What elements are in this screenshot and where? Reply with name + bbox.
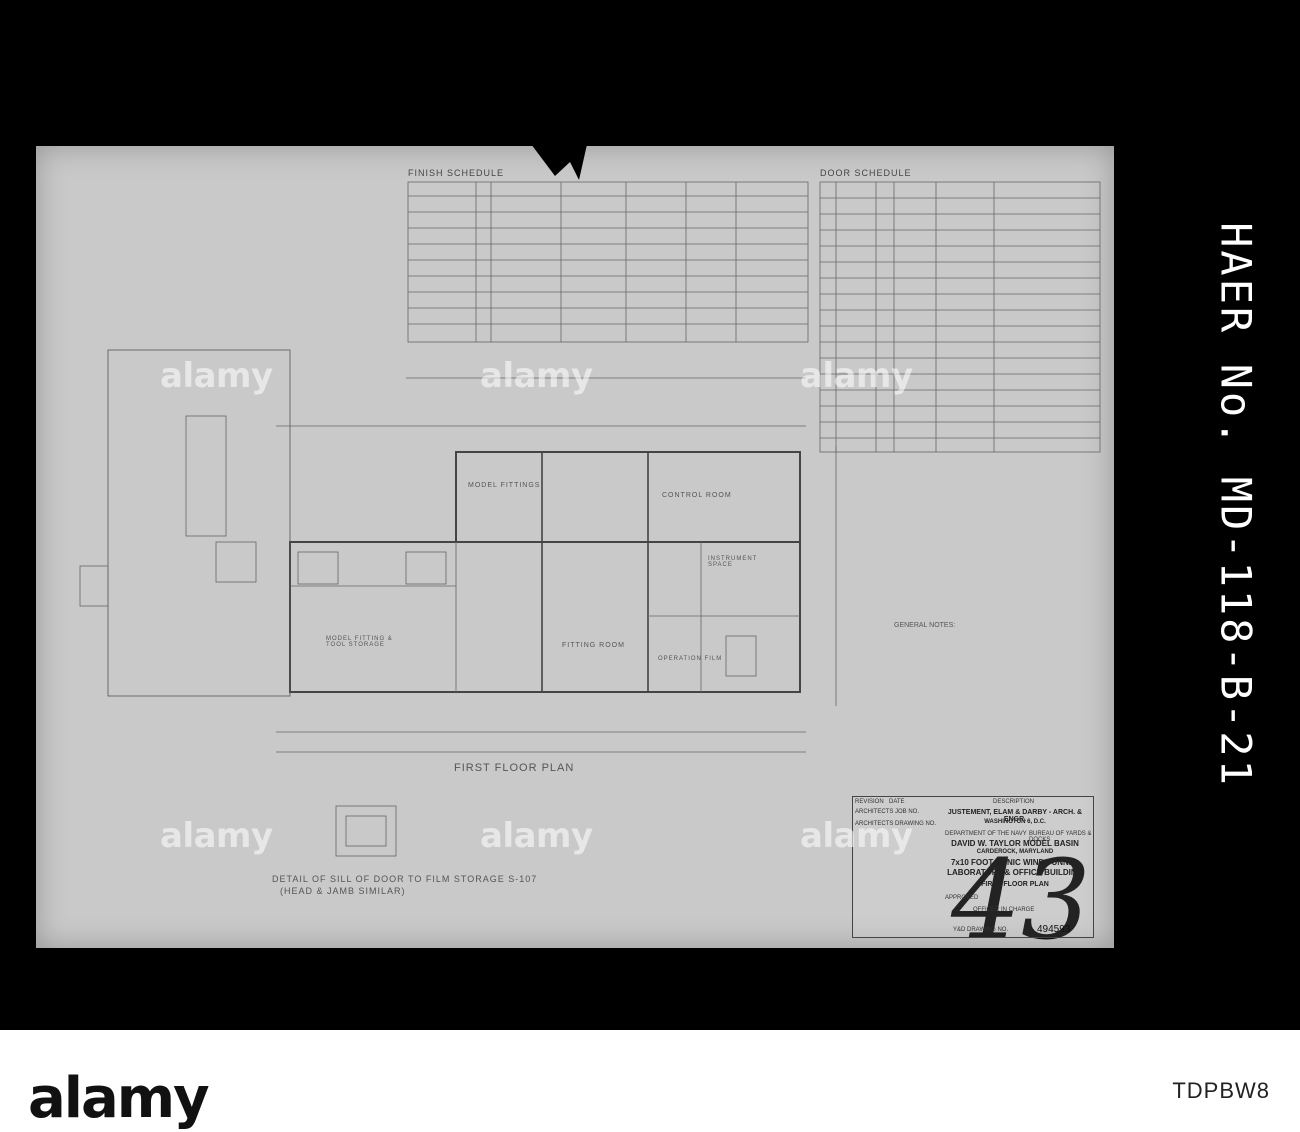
image-code: TDPBW8 [1172,1078,1270,1103]
room-label: MODEL FITTINGS [468,482,541,489]
blueprint-linework [79,181,1101,857]
collection-id: HAER No. MD-118-B-21 [1211,222,1261,788]
detail-subtitle: (HEAD & JAMB SIMILAR) [280,886,406,896]
detail-title: DETAIL OF SILL OF DOOR TO FILM STORAGE S… [272,874,538,884]
room-label: MODEL FITTING & TOOL STORAGE [326,636,393,648]
facility-name: 7x10 FOOT SONIC WIND TUNNEL [950,858,1079,867]
watermark: alamy [160,356,273,396]
general-notes: GENERAL NOTES: [894,622,1124,630]
approved-label: APPROVED [945,895,979,901]
watermark: alamy [800,356,913,396]
watermark: alamy [160,816,273,856]
architects-job-label: ARCHITECTS JOB NO. [855,809,920,815]
blueprint-sheet: FINISH SCHEDULE DOOR SCHEDULE MODEL FITT… [36,146,1114,964]
watermark: alamy [800,816,913,856]
drawing-no-label: Y&D DRAWING NO. [953,927,1009,933]
room-label: CONTROL ROOM [662,492,732,499]
watermark: alamy [480,816,593,856]
watermark: alamy [480,356,593,396]
drawing-number: 494593 [1037,924,1071,935]
date-label: DATE [889,799,905,805]
general-notes-title: GENERAL NOTES: [894,622,956,629]
plan-title: FIRST FLOOR PLAN [454,762,575,774]
finish-schedule-title: FINISH SCHEDULE [408,168,505,178]
department: DEPARTMENT OF THE NAVY [945,831,1027,837]
sheet-number: 43 [951,836,1091,964]
architects-drawing-label: ARCHITECTS DRAWING NO. [855,821,937,827]
firm-name: JUSTEMENT, ELAM & DARBY - ARCH. & ENGR. [947,809,1083,823]
project-location: CARDEROCK, MARYLAND [976,849,1054,855]
project-name: DAVID W. TAYLOR MODEL BASIN [951,839,1079,848]
photo-frame: FINISH SCHEDULE DOOR SCHEDULE MODEL FITT… [0,0,1300,1030]
stock-footer: alamy TDPBW8 [0,1030,1300,1132]
room-label: OPERATION FILM [658,656,723,662]
room-label: INSTRUMENT SPACE [708,556,758,568]
revision-label: REVISION [855,799,884,805]
sheet-title: FIRST FLOOR PLAN [981,881,1049,888]
description-label: DESCRIPTION [993,799,1035,805]
title-block: REVISION DATE DESCRIPTION ARCHITECTS JOB… [852,796,1094,938]
alamy-logo[interactable]: alamy [28,1066,210,1131]
bureau: BUREAU OF YARDS & DOCKS [1029,831,1092,843]
door-schedule-title: DOOR SCHEDULE [820,168,912,178]
officer-label: OFFICER IN CHARGE [973,907,1035,913]
room-label: FITTING ROOM [562,642,625,649]
firm-city: WASHINGTON 6, D.C. [984,819,1046,825]
building-name: LABORATORY & OFFICE BUILDING [947,868,1083,877]
